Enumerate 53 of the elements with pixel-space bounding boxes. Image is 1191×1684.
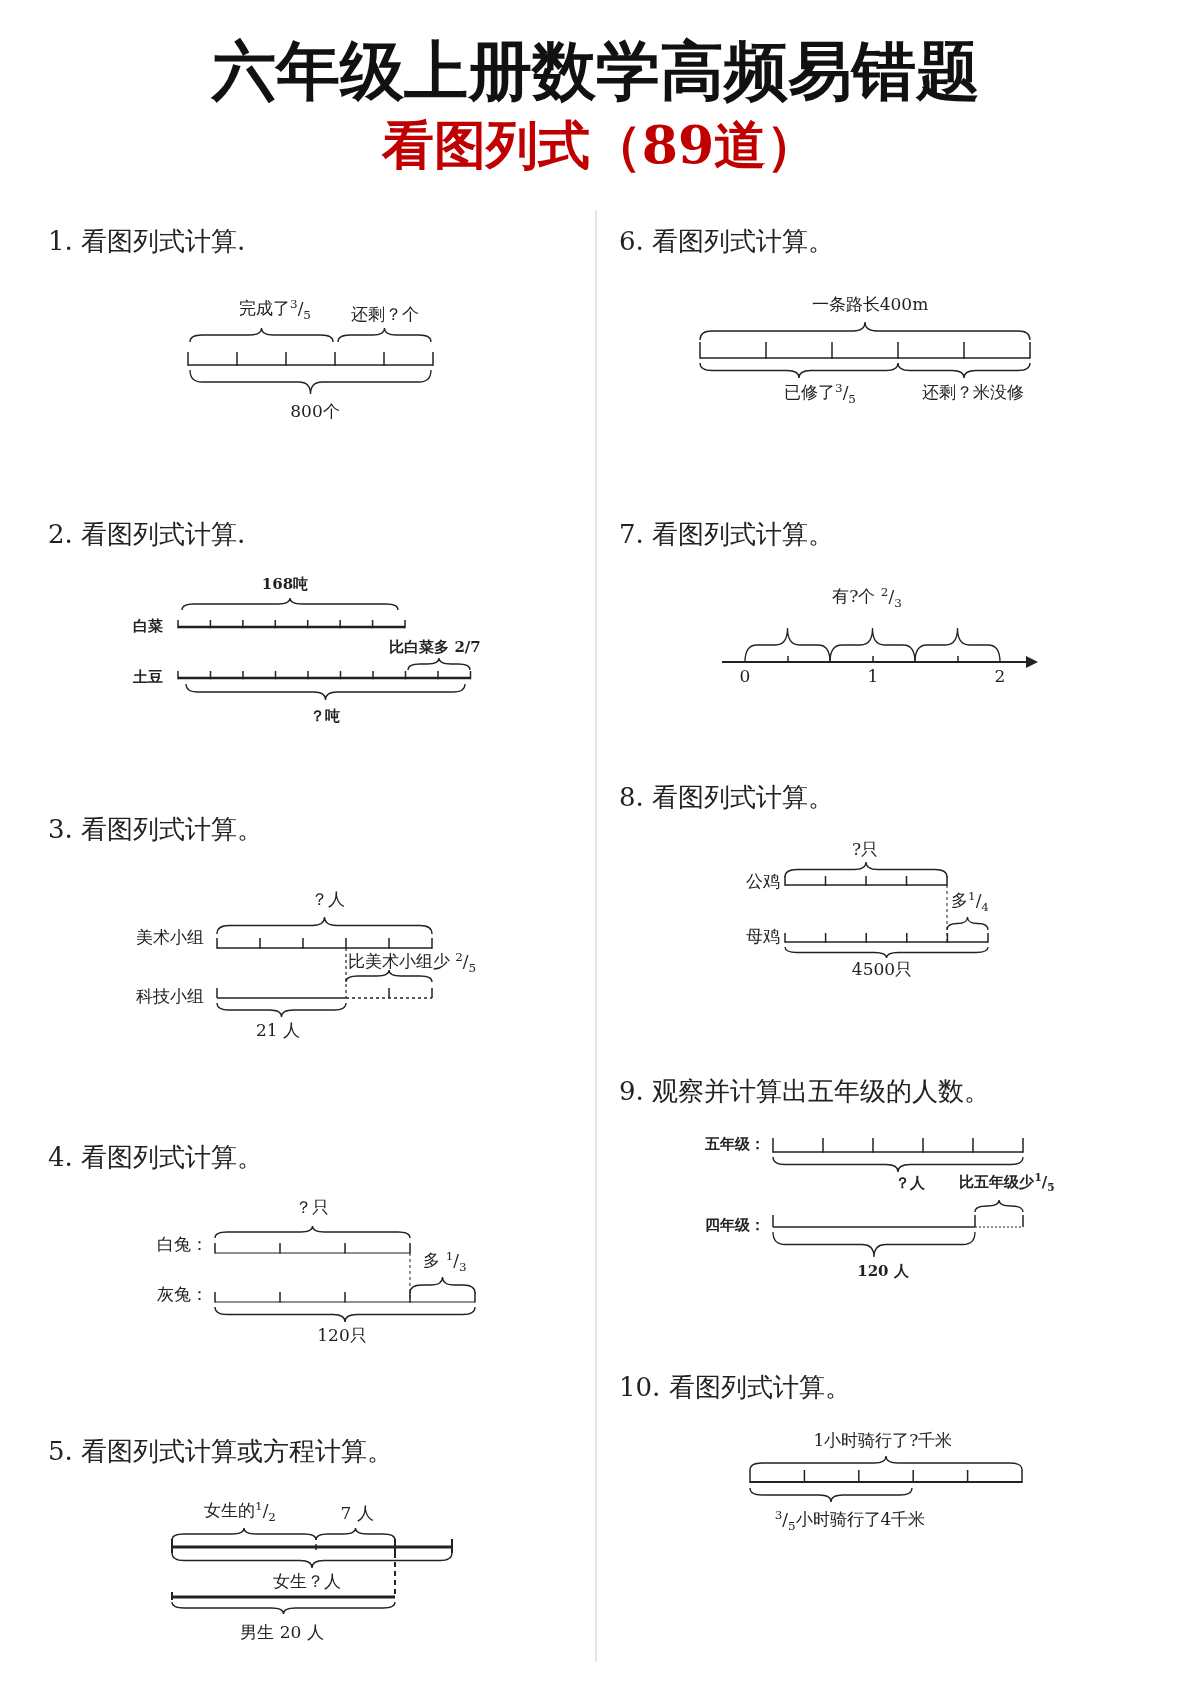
brace-label: 7 人 bbox=[340, 1504, 374, 1524]
subtitle: 看图列式（89道） bbox=[381, 115, 819, 175]
page-title: 六年级上册数学高频易错题 bbox=[212, 35, 980, 109]
tick-label: 2 bbox=[994, 667, 1006, 687]
brace-label: 比白菜多 2/7 bbox=[389, 639, 481, 657]
brace-label: 120 人 bbox=[857, 1263, 909, 1281]
question-text: 7. 看图列式计算。 bbox=[619, 520, 835, 550]
brace-label: 800个 bbox=[290, 402, 340, 422]
brace-label: 女生？人 bbox=[273, 1572, 341, 1592]
brace-label: 已修了$^{3}$/$_{5}$ bbox=[784, 381, 856, 407]
row-label: 白菜 bbox=[133, 618, 163, 636]
row-label: 母鸡 bbox=[746, 927, 780, 947]
row-label: 四年级： bbox=[705, 1217, 765, 1235]
question-text: 1. 看图列式计算. bbox=[48, 227, 246, 257]
question-text: 9. 观察并计算出五年级的人数。 bbox=[619, 1077, 991, 1107]
question-text: 4. 看图列式计算。 bbox=[48, 1143, 264, 1173]
brace-label: 多$^{1}$/$_{4}$ bbox=[951, 889, 989, 915]
brace-label: 168吨 bbox=[261, 576, 309, 594]
tick-label: 0 bbox=[739, 667, 751, 687]
row-label: 灰兔： bbox=[156, 1285, 208, 1305]
brace-label: 有?个 $^{2}$/$_{3}$ bbox=[832, 585, 902, 611]
brace-label: 比美术小组少 $^{2}$/$_{5}$ bbox=[347, 950, 477, 976]
tick-label: 1 bbox=[867, 667, 879, 687]
brace-label: ？吨 bbox=[310, 708, 340, 726]
brace-label: 1小时骑行了?千米 bbox=[813, 1431, 953, 1451]
brace-label: ?只 bbox=[851, 840, 879, 860]
row-label: 公鸡 bbox=[746, 872, 780, 892]
brace-label: 还剩？个 bbox=[351, 305, 419, 325]
brace-label: 120只 bbox=[317, 1326, 367, 1346]
brace-label: 男生 20 人 bbox=[240, 1623, 324, 1643]
question-text: 10. 看图列式计算。 bbox=[619, 1373, 851, 1403]
brace-label: 比五年级少$^{1}$/$_{5}$ bbox=[959, 1170, 1055, 1194]
row-label: 美术小组 bbox=[136, 928, 204, 948]
brace-label: ？人 bbox=[895, 1175, 925, 1193]
question-text: 8. 看图列式计算。 bbox=[619, 783, 835, 813]
row-label: 五年级： bbox=[705, 1136, 765, 1154]
brace-label: ？人 bbox=[311, 890, 345, 910]
question-text: 2. 看图列式计算. bbox=[48, 520, 246, 550]
brace-label: $^{3}$/$_{5}$小时骑行了4千米 bbox=[774, 1508, 926, 1534]
brace-label: 完成了$^{3}$/$_{5}$ bbox=[239, 297, 311, 323]
brace-label: ？只 bbox=[295, 1198, 329, 1218]
question-text: 6. 看图列式计算。 bbox=[619, 227, 835, 257]
row-label: 科技小组 bbox=[136, 987, 204, 1007]
row-label: 土豆 bbox=[133, 669, 163, 687]
brace-label: 21 人 bbox=[256, 1021, 300, 1041]
row-label: 白兔： bbox=[156, 1235, 208, 1255]
question-text: 5. 看图列式计算或方程计算。 bbox=[48, 1437, 394, 1467]
brace-label: 多 $^{1}$/$_{3}$ bbox=[423, 1249, 467, 1275]
brace-label: 女生的$^{1}$/$_{2}$ bbox=[204, 1499, 276, 1525]
brace-label: 4500只 bbox=[851, 960, 913, 980]
brace-label: 一条路长400m bbox=[811, 295, 929, 315]
brace-label: 还剩？米没修 bbox=[922, 383, 1024, 403]
question-text: 3. 看图列式计算。 bbox=[48, 815, 264, 845]
